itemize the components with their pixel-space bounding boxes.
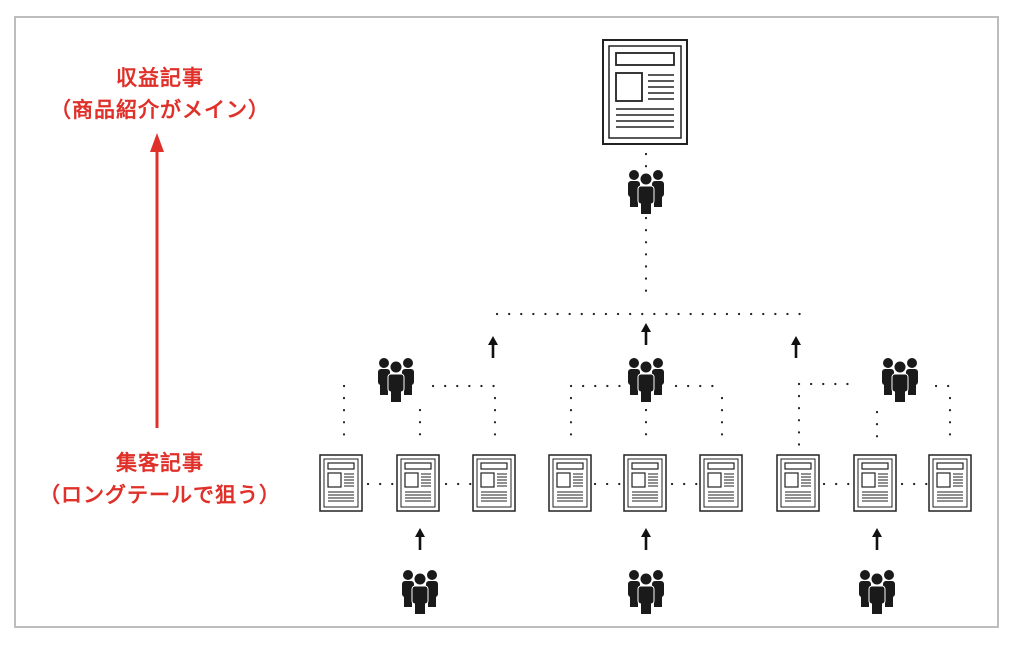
up-arrow-icon <box>486 334 500 360</box>
up-arrow-icon <box>639 321 653 347</box>
traffic-article-title: 集客記事 <box>116 451 204 475</box>
diagram-frame <box>14 16 999 628</box>
traffic-article-document-icon <box>623 454 667 512</box>
up-arrow-icon <box>639 526 653 552</box>
people-icon <box>377 357 415 403</box>
revenue-article-document-icon <box>602 39 688 145</box>
traffic-article-subtitle: （ロングテールで狙う） <box>39 483 281 507</box>
red-up-arrow-icon <box>150 133 164 428</box>
revenue-article-subtitle: （商品紹介がメイン） <box>50 98 270 122</box>
traffic-article-document-icon <box>472 454 516 512</box>
traffic-article-document-icon <box>319 454 363 512</box>
people-icon <box>858 569 896 615</box>
dotted-connectors <box>342 152 952 486</box>
traffic-article-document-icon <box>396 454 440 512</box>
people-icon <box>627 569 665 615</box>
traffic-article-document-icon <box>548 454 592 512</box>
up-arrow-icon <box>789 334 803 360</box>
up-arrow-icon <box>870 526 884 552</box>
traffic-article-document-icon <box>853 454 897 512</box>
people-icon <box>401 569 439 615</box>
people-icon <box>627 357 665 403</box>
people-icon <box>627 169 665 215</box>
people-icon <box>881 357 919 403</box>
traffic-article-document-icon <box>699 454 743 512</box>
traffic-article-document-icon <box>928 454 972 512</box>
revenue-article-title: 収益記事 <box>116 66 204 90</box>
traffic-article-document-icon <box>776 454 820 512</box>
up-arrow-icon <box>413 526 427 552</box>
